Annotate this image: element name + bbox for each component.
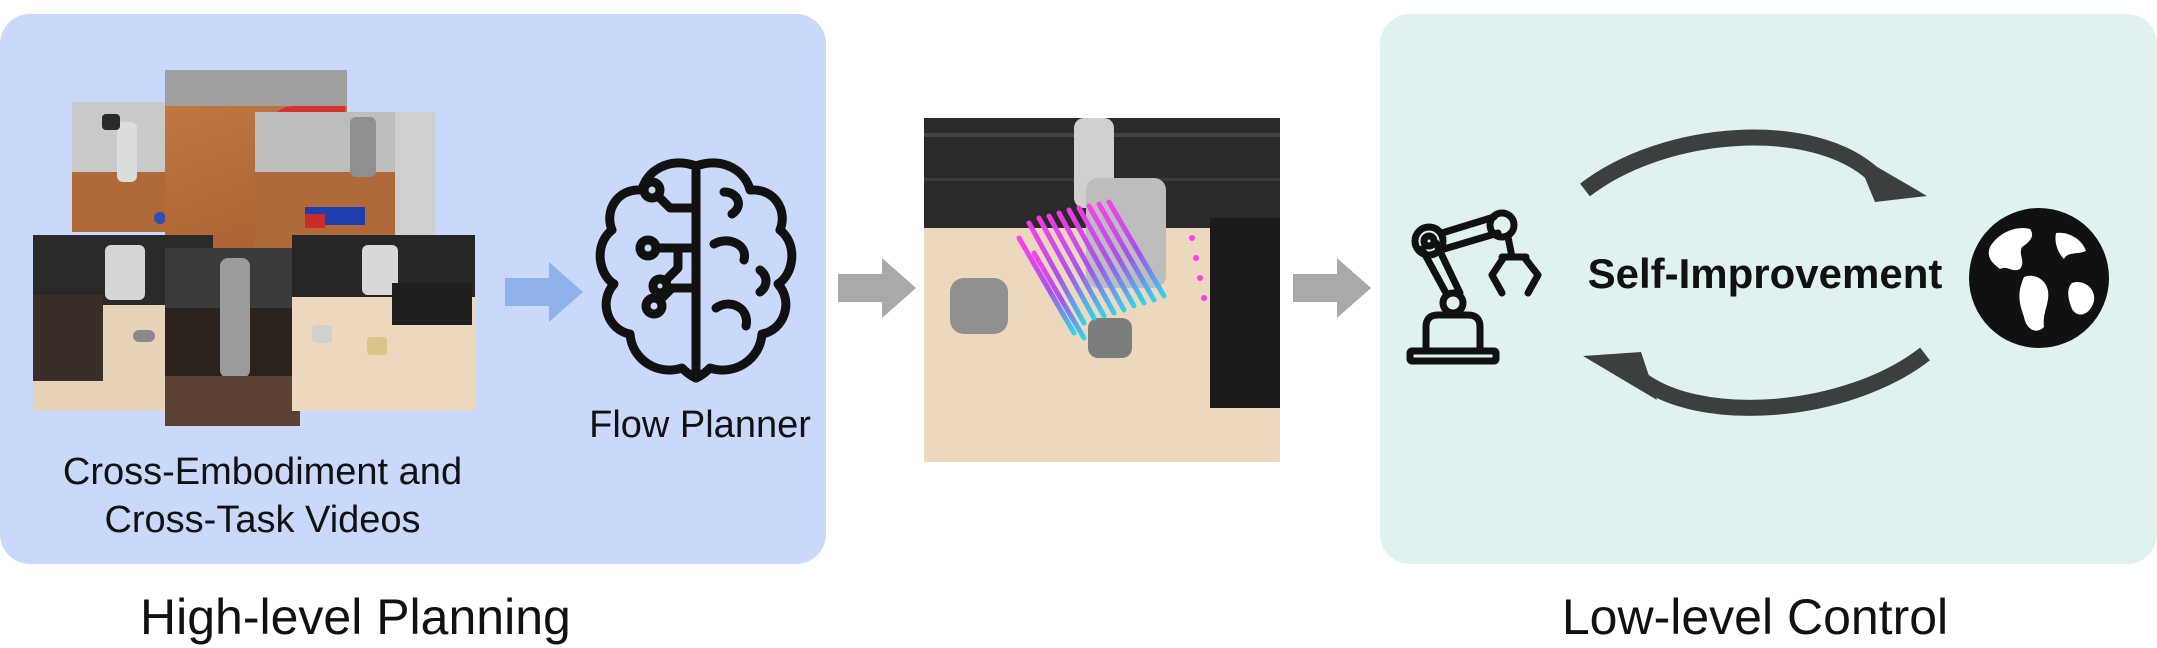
flow-trails (1016, 199, 1207, 341)
high-level-planning-label: High-level Planning (140, 589, 571, 645)
self-improvement-label: Self-Improvement (1587, 250, 1943, 297)
video-frame-blue-block (255, 112, 435, 257)
curved-arrow-icon (1580, 129, 1927, 202)
videos-caption: Cross-Embodiment and Cross-Task Videos (30, 448, 495, 544)
arrow-right-icon (838, 258, 916, 318)
flow-planner-label: Flow Planner (589, 404, 811, 446)
brain-circuit-icon (595, 158, 797, 383)
robot-arm-icon (1406, 209, 1542, 365)
videos-caption-line2: Cross-Task Videos (104, 499, 421, 541)
arrow-right-icon (1293, 258, 1371, 318)
globe-icon (1969, 208, 2109, 348)
low-level-control-label: Low-level Control (1561, 589, 1949, 645)
video-frame-kitchen-mugs (292, 235, 475, 411)
video-frame-gray-robot (72, 102, 182, 232)
arrow-right-icon (505, 262, 583, 322)
curved-arrow-icon (1583, 347, 1930, 416)
videos-caption-line1: Cross-Embodiment and (62, 451, 463, 493)
video-frame-kitchen-dark (165, 248, 300, 426)
flow-scene-image (924, 118, 1280, 462)
